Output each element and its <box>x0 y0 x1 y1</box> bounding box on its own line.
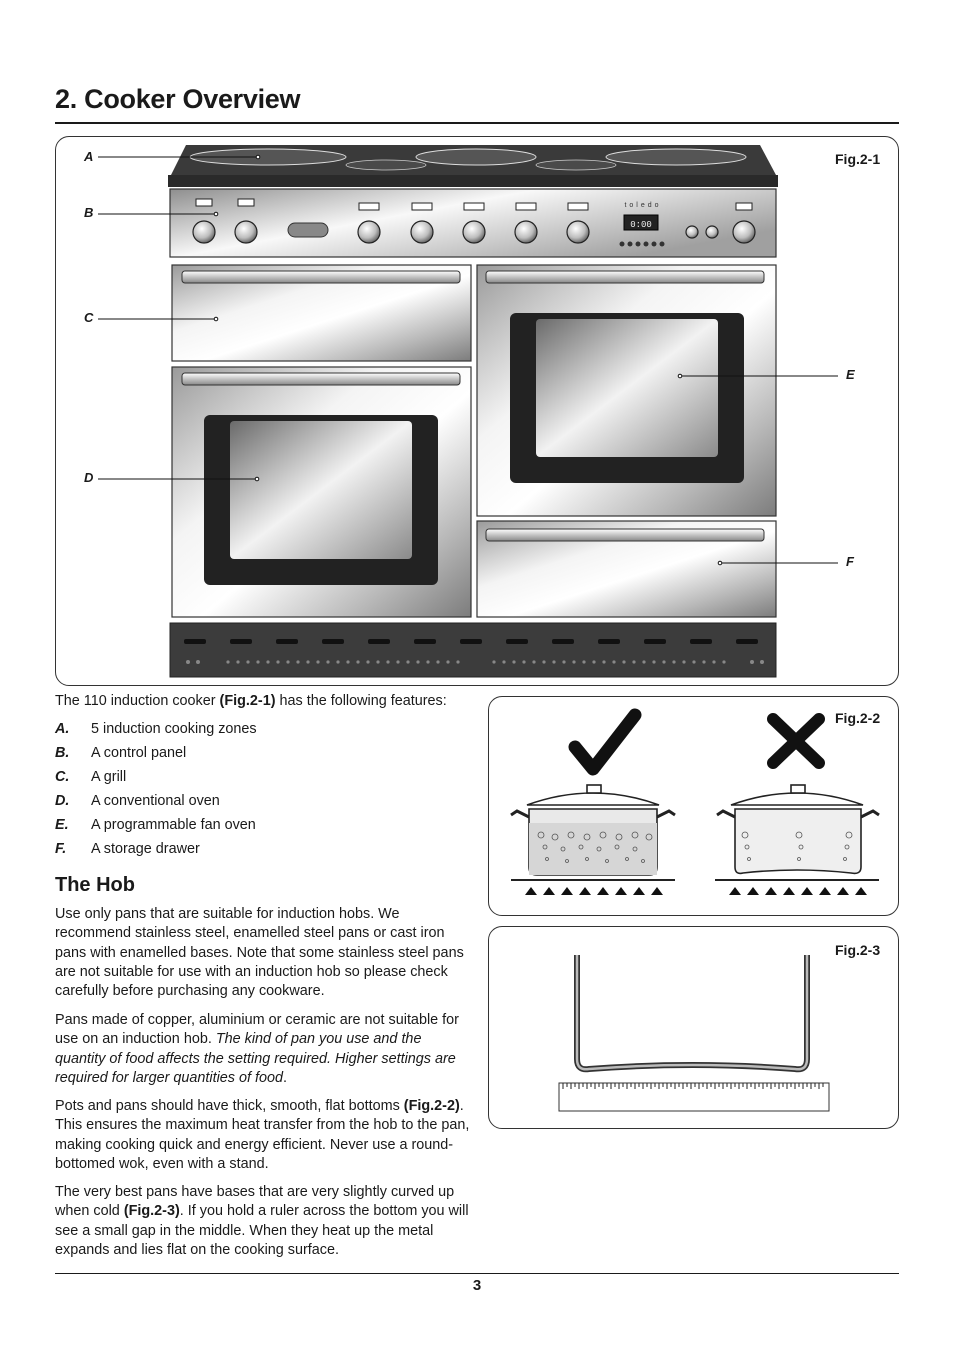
figure-cooker-overview: 0:00 toledo <box>55 136 899 686</box>
intro-text-end: has the following features: <box>275 693 447 709</box>
hob-paragraph-4: The very best pans have bases that are v… <box>55 1184 469 1258</box>
cross-icon <box>767 713 825 769</box>
page-number: 3 <box>472 1277 482 1294</box>
callout-b: B <box>84 205 94 220</box>
callout-a: A <box>84 149 94 164</box>
tick-icon <box>568 708 642 776</box>
intro-text: The 110 induction cooker <box>55 693 220 709</box>
figure-pan-suitability: Fig.2-2 <box>488 696 899 916</box>
page-title: 2. Cooker Overview <box>55 84 301 114</box>
cooker-illustration: 0:00 toledo <box>98 145 838 678</box>
ruler-ticks <box>562 1083 824 1089</box>
callout-c: C <box>84 310 94 325</box>
curved-pan-illustration <box>558 955 830 1112</box>
hob-paragraph-1: Use only pans that are suitable for indu… <box>55 906 464 1000</box>
pan-comparison-illustration <box>510 708 880 895</box>
title-rule <box>55 122 899 124</box>
callout-e: E <box>846 367 855 382</box>
features-intro: The 110 induction cooker (Fig.2-1) has t… <box>55 692 470 711</box>
callout-d: D <box>84 470 94 485</box>
fig-2-1-label: Fig.2-1 <box>835 151 881 167</box>
hob-heading: The Hob <box>55 874 135 896</box>
intro-fig-ref: (Fig.2-1) <box>219 693 276 709</box>
fig-2-3-label: Fig.2-3 <box>835 942 881 958</box>
hob-paragraph-3: Pots and pans should have thick, smooth,… <box>55 1098 470 1172</box>
hob-paragraph-2: Pans made of copper, aluminium or cerami… <box>55 1012 459 1086</box>
callout-f: F <box>846 554 854 569</box>
timer-display: 0:00 <box>630 220 652 230</box>
fig-2-2-label: Fig.2-2 <box>835 710 881 726</box>
brand-label: toledo <box>624 202 661 209</box>
footer-rule <box>55 1273 899 1274</box>
figure-pan-base-curve: Fig.2-3 <box>488 926 899 1129</box>
